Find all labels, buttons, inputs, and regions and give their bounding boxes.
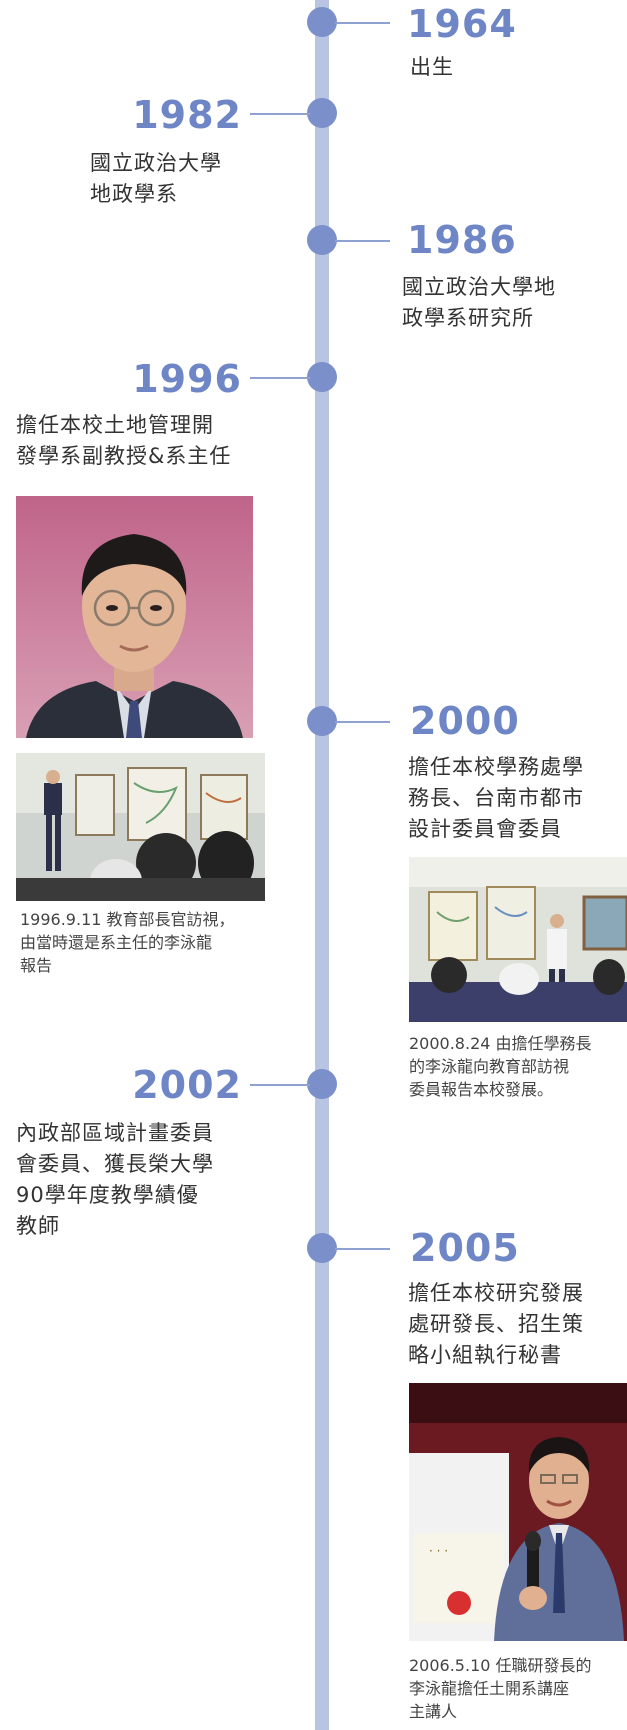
event-2005-text: 擔任本校研究發展 處研發長、招生策 略小組執行秘書 (408, 1278, 623, 1371)
timeline-connector-1996 (250, 377, 310, 379)
event-2002-line-1: 內政部區域計畫委員 (16, 1121, 214, 1145)
event-1996-line-2: 發學系副教授&系主任 (16, 444, 232, 468)
year-1964: 1964 (407, 2, 517, 46)
event-1964-line-1: 出生 (410, 55, 454, 79)
timeline-dot-1982 (307, 98, 337, 128)
event-1986-text: 國立政治大學地 政學系研究所 (402, 272, 617, 334)
event-2005-line-3: 略小組執行秘書 (408, 1343, 562, 1367)
event-1982-line-2: 地政學系 (90, 182, 178, 206)
timeline-dot-1986 (307, 225, 337, 255)
event-1982-line-1: 國立政治大學 (90, 151, 222, 175)
event-1996-line-1: 擔任本校土地管理開 (16, 413, 214, 437)
event-2002-line-2: 會委員、獲長榮大學 (16, 1152, 214, 1176)
timeline-dot-1964 (307, 7, 337, 37)
caption-2000-line-1: 2000.8.24 由擔任學務長 (409, 1034, 592, 1053)
event-1986-line-2: 政學系研究所 (402, 306, 534, 330)
caption-1996-line-3: 報告 (20, 956, 53, 975)
timeline-connector-2002 (250, 1084, 310, 1086)
portrait-photo (16, 496, 253, 738)
event-1996-text: 擔任本校土地管理開 發學系副教授&系主任 (16, 410, 286, 472)
timeline-dot-2002 (307, 1069, 337, 1099)
caption-2005-line-2: 李泳龍擔任土開系講座 (409, 1679, 570, 1698)
event-2002-text: 內政部區域計畫委員 會委員、獲長榮大學 90學年度教學績優 教師 (16, 1118, 286, 1242)
year-1986: 1986 (407, 218, 517, 262)
timeline-dot-2000 (307, 706, 337, 736)
event-1964-text: 出生 (410, 52, 610, 83)
caption-2000: 2000.8.24 由擔任學務長 的李泳龍向教育部訪視 委員報告本校發展。 (409, 1032, 627, 1101)
timeline-spine (315, 0, 329, 1730)
caption-1996-line-2: 由當時還是系主任的李泳龍 (20, 933, 213, 952)
inspection-photo-1996 (16, 753, 265, 901)
year-1982: 1982 (132, 93, 242, 137)
event-1982-text: 國立政治大學 地政學系 (90, 148, 290, 210)
event-2002-line-3: 90學年度教學績優 (16, 1183, 199, 1207)
event-2000-text: 擔任本校學務處學 務長、台南市都市 設計委員會委員 (408, 752, 623, 845)
caption-2005-line-3: 主講人 (409, 1702, 458, 1721)
svg-text:· · ·: · · · (429, 1544, 448, 1558)
year-1996: 1996 (132, 357, 242, 401)
caption-1996-line-1: 1996.9.11 教育部長官訪視， (20, 910, 235, 929)
timeline-connector-1982 (250, 113, 310, 115)
timeline-connector-2000 (335, 721, 390, 723)
event-2005-line-1: 擔任本校研究發展 (408, 1281, 584, 1305)
year-2002: 2002 (132, 1063, 242, 1107)
event-1986-line-1: 國立政治大學地 (402, 275, 556, 299)
timeline-connector-1986 (335, 240, 390, 242)
caption-2005: 2006.5.10 任職研發長的 李泳龍擔任土開系講座 主講人 (409, 1654, 627, 1723)
event-2002-line-4: 教師 (16, 1214, 60, 1238)
lecture-photo-2005: · · · (409, 1383, 627, 1641)
event-2005-line-2: 處研發長、招生策 (408, 1312, 584, 1336)
timeline-dot-2005 (307, 1233, 337, 1263)
year-2005: 2005 (410, 1226, 520, 1270)
year-2000: 2000 (410, 699, 520, 743)
event-2000-line-1: 擔任本校學務處學 (408, 755, 584, 779)
caption-1996: 1996.9.11 教育部長官訪視， 由當時還是系主任的李泳龍 報告 (20, 908, 290, 977)
timeline-connector-1964 (335, 22, 390, 24)
event-2000-line-2: 務長、台南市都市 (408, 786, 584, 810)
caption-2000-line-3: 委員報告本校發展。 (409, 1080, 554, 1099)
event-2000-line-3: 設計委員會委員 (408, 817, 562, 841)
meeting-photo-2000 (409, 857, 627, 1022)
timeline-connector-2005 (335, 1248, 390, 1250)
caption-2000-line-2: 的李泳龍向教育部訪視 (409, 1057, 570, 1076)
caption-2005-line-1: 2006.5.10 任職研發長的 (409, 1656, 592, 1675)
timeline-dot-1996 (307, 362, 337, 392)
